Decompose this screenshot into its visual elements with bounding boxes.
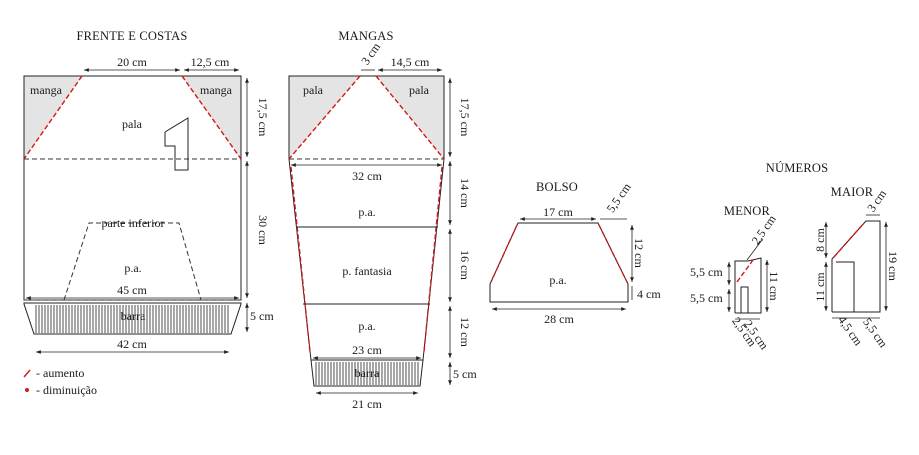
dim-sleeve-upper-width-label: 32 cm xyxy=(352,169,382,183)
dim-pocket-bottom-label: 28 cm xyxy=(544,312,574,326)
band-outline xyxy=(23,302,242,335)
pocket-decrease-left xyxy=(490,224,518,283)
sleeve-band-ribbing xyxy=(315,362,419,385)
dim-sleeve-top-small-label: 3 cm xyxy=(358,39,383,67)
large-shape-inner xyxy=(836,261,855,312)
small-shape-outline xyxy=(734,257,762,314)
small-title: MENOR xyxy=(724,204,771,218)
dim-large-width-left-label: 4,5 cm xyxy=(835,313,866,348)
pocket-title: BOLSO xyxy=(536,180,578,194)
dim-sleeve-yoke-height-label: 17,5 cm xyxy=(458,98,472,137)
dim-band-width-label: 42 cm xyxy=(117,337,147,351)
sleeve-section-3-label: p.a. xyxy=(358,319,375,333)
sleeve-title: MANGAS xyxy=(338,29,393,43)
large-title: MAIOR xyxy=(831,185,874,199)
dim-large-right-height-label: 19 cm xyxy=(886,251,900,281)
pocket-stitch-label: p.a. xyxy=(549,273,566,287)
pocket-placement xyxy=(63,222,202,301)
dim-pocket-side-upper-label: 12 cm xyxy=(632,238,646,268)
sleeve-section-2-label: p. fantasia xyxy=(342,264,392,278)
numbers-title: NÚMEROS xyxy=(766,161,829,175)
legend: - aumento - diminuição xyxy=(23,366,97,397)
small-diag-leader xyxy=(746,239,763,261)
large-increase xyxy=(833,222,865,258)
sleeve-yoke-outline xyxy=(288,75,445,159)
raglan-decrease-left xyxy=(23,75,83,160)
sleeve-yoke-label-left: pala xyxy=(303,83,324,97)
band-ribbing xyxy=(35,305,229,333)
legend-increase-label: - aumento xyxy=(36,366,84,380)
dim-pocket-slant-label: 5,5 cm xyxy=(604,180,635,215)
dim-top-right-label: 12,5 cm xyxy=(191,55,230,69)
legend-decrease-label: - diminuição xyxy=(36,383,97,397)
small-increase xyxy=(736,259,754,283)
sleeve-band-label: barra xyxy=(355,366,380,380)
sleeve-raglan-left xyxy=(288,75,361,160)
dim-sleeve-sec3-height-label: 12 cm xyxy=(458,317,472,347)
sleeve-band-outline xyxy=(310,359,424,387)
dim-large-h-lower-label: 11 cm xyxy=(813,272,827,302)
sleeve-label-right: manga xyxy=(200,83,233,97)
numbers-section: NÚMEROS MENOR 2,5 cm 5,5 cm 5,5 cm 11 cm… xyxy=(690,161,900,353)
dim-large-h-upper-label: 8 cm xyxy=(813,228,827,252)
dim-sleeve-band-width-label: 21 cm xyxy=(352,397,382,411)
dim-small-h-lower-label: 5,5 cm xyxy=(690,291,723,305)
dim-large-width-right-label: 5,5 cm xyxy=(860,315,891,350)
dim-sleeve-top-right-label: 14,5 cm xyxy=(391,55,430,69)
dim-hem-width-label: 45 cm xyxy=(117,283,147,297)
small-shape-inner xyxy=(740,286,749,313)
dim-sleeve-lower-width-label: 23 cm xyxy=(352,343,382,357)
lower-part-label: parte inferior xyxy=(102,216,165,230)
front-back-title: FRENTE E COSTAS xyxy=(76,29,187,43)
dim-sleeve-sec1-height-label: 14 cm xyxy=(458,178,472,208)
dim-pocket-side-lower-label: 4 cm xyxy=(637,287,661,301)
dim-top-center-label: 20 cm xyxy=(117,55,147,69)
sleeve-decrease-left xyxy=(290,166,311,353)
dim-pocket-top-label: 17 cm xyxy=(543,205,573,219)
sleeve-section-1-label: p.a. xyxy=(358,205,375,219)
dim-body-height-label: 30 cm xyxy=(256,215,270,245)
legend-increase-icon xyxy=(23,369,31,378)
yoke-label: pala xyxy=(122,117,143,131)
neck-notch xyxy=(164,117,189,171)
number-small: MENOR 2,5 cm 5,5 cm 5,5 cm 11 cm 2,5 cm … xyxy=(690,204,781,353)
sleeve-decrease-right xyxy=(423,166,443,353)
dim-sleeve-band-height-label: 5 cm xyxy=(453,367,477,381)
sleeve-piece: MANGAS pala pala p.a. p. fantasia p.a. b… xyxy=(288,29,477,411)
large-shape-outline xyxy=(831,220,881,313)
sleeve-raglan-right xyxy=(375,75,445,160)
raglan-decrease-right xyxy=(181,75,242,160)
pocket-decrease-right xyxy=(598,224,628,283)
sleeve-yoke-label-right: pala xyxy=(409,83,430,97)
stitch-label: p.a. xyxy=(124,261,141,275)
dim-band-height-label: 5 cm xyxy=(250,309,274,323)
sleeve-label-left: manga xyxy=(30,83,63,97)
dim-sleeve-sec2-height-label: 16 cm xyxy=(458,250,472,280)
dim-small-right-height-label: 11 cm xyxy=(767,271,781,301)
legend-decrease-icon xyxy=(25,388,29,392)
dim-yoke-height-label: 17,5 cm xyxy=(256,98,270,137)
pocket-outline xyxy=(489,222,629,303)
front-back-piece: FRENTE E COSTAS manga manga pala parte i… xyxy=(23,29,274,354)
band-label: barra xyxy=(121,309,146,323)
dim-small-h-upper-label: 5,5 cm xyxy=(690,265,723,279)
number-large: MAIOR 3 cm 8 cm 11 cm 19 cm 4,5 cm 5,5 c… xyxy=(813,185,900,351)
pocket-piece: BOLSO p.a. 17 cm 5,5 cm 12 cm 4 cm 28 cm xyxy=(489,180,661,326)
